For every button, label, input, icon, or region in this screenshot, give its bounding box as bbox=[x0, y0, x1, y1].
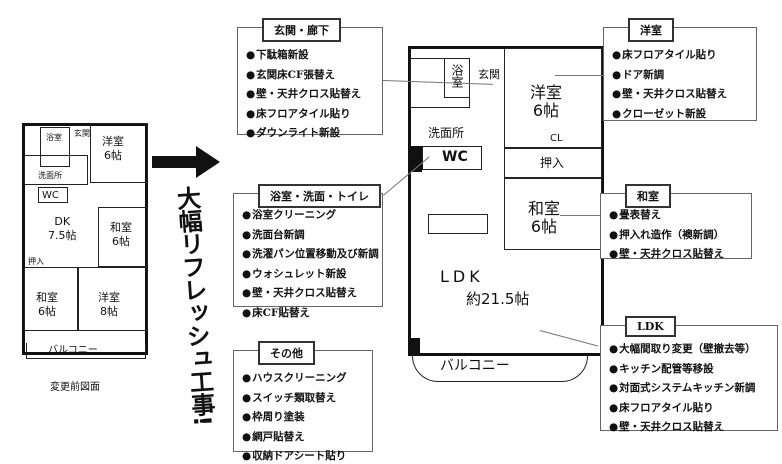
box-entrance-hallway: 玄関・廊下 下駄箱新設 玄関床CF張替え 壁・天井クロス貼替え 床フロアタイル貼… bbox=[237, 18, 383, 139]
box-title: 和室 bbox=[625, 184, 671, 208]
list-item: 網戸貼替え bbox=[242, 428, 366, 448]
box-title: LDK bbox=[625, 316, 676, 337]
list-item: スイッチ類取替え bbox=[242, 389, 366, 409]
room-wc: WC bbox=[442, 149, 468, 165]
box-western-room: 洋室 床フロアタイル貼り ドア新調 壁・天井クロス貼替え クローゼット新設 bbox=[603, 18, 757, 121]
list-item: クローゼット新設 bbox=[612, 105, 750, 125]
list-item: ハウスクリーニング bbox=[242, 369, 366, 389]
list-item: 玄関床CF張替え bbox=[246, 66, 376, 86]
list-item: 浴室クリーニング bbox=[242, 206, 376, 226]
list-item: 壁・天井クロス貼替え bbox=[609, 245, 745, 265]
list-item: 大幅間取り変更（壁撤去等） bbox=[609, 340, 771, 360]
room-washroom: 洗面所 bbox=[428, 126, 465, 140]
box-other: その他 ハウスクリーニング スイッチ類取替え 枠周り塗装 網戸貼替え 収納ドアシ… bbox=[233, 341, 373, 462]
leader-line bbox=[560, 215, 600, 216]
room-bath: 浴室 bbox=[450, 64, 464, 88]
room-entrance: 玄関 bbox=[74, 129, 90, 138]
box-bath-washroom-toilet: 浴室・洗面・トイレ 浴室クリーニング 洗面台新調 洗濯パン位置移動及び新調 ウォ… bbox=[233, 184, 383, 319]
list-item: 壁・天井クロス貼替え bbox=[609, 418, 771, 438]
list-item: 壁・天井クロス貼替え bbox=[612, 85, 750, 105]
room-closet-cl: CL bbox=[550, 133, 563, 144]
arrow-right-icon bbox=[152, 146, 222, 182]
list-item: 床フロアタイル貼り bbox=[612, 46, 750, 66]
room-oshiire: 押入 bbox=[540, 156, 565, 170]
list-item: ウォシュレット新設 bbox=[242, 265, 376, 285]
room-bath: 浴室 bbox=[46, 133, 62, 142]
list-item: 収納ドアシート貼り bbox=[242, 447, 366, 464]
list-item: 床フロアタイル貼り bbox=[246, 105, 376, 125]
box-japanese-room: 和室 畳表替え 押入れ造作（襖新調） 壁・天井クロス貼替え bbox=[600, 184, 752, 260]
list-item: 枠周り塗装 bbox=[242, 408, 366, 428]
list-item: 床CF貼替え bbox=[242, 304, 376, 324]
room-wc: WC bbox=[42, 190, 59, 201]
list-item: 対面式システムキッチン新調 bbox=[609, 379, 771, 399]
room-closet: 押入 bbox=[28, 257, 44, 266]
room-ldk-size: 約21.5帖 bbox=[466, 290, 530, 308]
leader-line bbox=[555, 75, 603, 76]
box-title: その他 bbox=[258, 341, 315, 365]
list-item: 洗濯パン位置移動及び新調 bbox=[242, 245, 379, 265]
list-item: 壁・天井クロス貼替え bbox=[242, 284, 376, 304]
list-item: 畳表替え bbox=[609, 206, 745, 226]
room-ldk: LDK bbox=[440, 267, 484, 286]
list-item: 洗面台新調 bbox=[242, 226, 376, 246]
list-item: ドア新調 bbox=[612, 66, 750, 86]
list-item: 下駄箱新設 bbox=[246, 46, 376, 66]
box-title: 浴室・洗面・トイレ bbox=[258, 184, 381, 208]
room-balcony: バルコニー bbox=[440, 358, 510, 374]
list-item: 押入れ造作（襖新調） bbox=[609, 226, 745, 246]
box-title: 玄関・廊下 bbox=[262, 18, 341, 42]
before-plan-caption: 変更前図面 bbox=[50, 382, 100, 393]
list-item: ダウンライト新設 bbox=[246, 124, 376, 144]
room-balcony: バルコニー bbox=[48, 345, 98, 356]
list-item: 壁・天井クロス貼替え bbox=[246, 85, 376, 105]
list-item: 床フロアタイル貼り bbox=[609, 399, 771, 419]
box-title: 洋室 bbox=[628, 18, 674, 42]
room-entrance: 玄関 bbox=[478, 68, 500, 81]
box-ldk: LDK 大幅間取り変更（壁撤去等） キッチン配管等移設 対面式システムキッチン新… bbox=[600, 316, 778, 433]
list-item: キッチン配管等移設 bbox=[609, 360, 771, 380]
headline: 大幅リフレッシュ工事! bbox=[171, 185, 217, 427]
room-washroom: 洗面所 bbox=[38, 171, 62, 180]
